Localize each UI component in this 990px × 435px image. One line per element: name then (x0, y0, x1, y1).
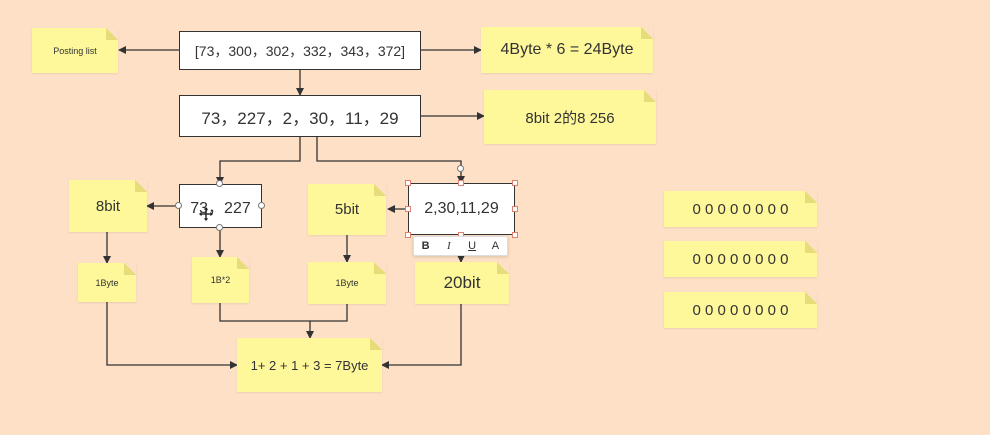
byte-b-note[interactable]: 1B*2 (192, 257, 249, 303)
connector-point[interactable] (258, 202, 265, 209)
bits-row-3-note[interactable]: 0 0 0 0 0 0 0 0 (664, 292, 817, 328)
underline-button[interactable]: U (468, 240, 477, 252)
total-note[interactable]: 1+ 2 + 1 + 3 = 7Byte (237, 338, 382, 392)
bits-8-label: 8bit (95, 197, 121, 215)
move-cursor-icon (199, 207, 213, 221)
italic-button[interactable]: I (447, 240, 451, 252)
delta-array-text: 73，227，2，30，11，29 (201, 108, 399, 128)
bits-20-label: 20bit (443, 273, 481, 292)
arrow-20bit-to-total (381, 304, 462, 369)
size-calc-label: 4Byte * 6 = 24Byte (500, 41, 634, 58)
resize-handle-w[interactable] (405, 206, 411, 212)
bits-row-2-label: 0 0 0 0 0 0 0 0 (692, 250, 789, 268)
bits-row-1-label: 0 0 0 0 0 0 0 0 (692, 200, 789, 218)
bit-range-note[interactable]: 8bit 2的8 256 (484, 90, 656, 144)
line-byte-c-to-total (310, 304, 348, 322)
connector-point[interactable] (216, 224, 223, 231)
bold-button[interactable]: B (421, 240, 430, 252)
bit-range-label: 8bit 2的8 256 (525, 109, 615, 127)
resize-handle-n[interactable] (458, 180, 464, 186)
bits-row-3-label: 0 0 0 0 0 0 0 0 (692, 301, 789, 319)
group-b-text: 2,30,11,29 (424, 200, 499, 217)
connector-point[interactable] (175, 202, 182, 209)
byte-b-label: 1B*2 (210, 275, 231, 285)
bits-5-label: 5bit (334, 201, 360, 218)
bits-20-note[interactable]: 20bit (415, 262, 509, 304)
group-b-box[interactable]: 2,30,11,29 (408, 183, 515, 235)
resize-handle-nw[interactable] (405, 180, 411, 186)
resize-handle-ne[interactable] (512, 180, 518, 186)
bits-row-1-note[interactable]: 0 0 0 0 0 0 0 0 (664, 191, 817, 227)
byte-a-label: 1Byte (95, 277, 119, 288)
bits-5-note[interactable]: 5bit (308, 184, 386, 235)
size-calc-note[interactable]: 4Byte * 6 = 24Byte (481, 27, 653, 73)
total-label: 1+ 2 + 1 + 3 = 7Byte (250, 357, 369, 373)
resize-handle-se[interactable] (512, 232, 518, 238)
connector-point[interactable] (457, 165, 464, 172)
delta-array-box[interactable]: 73，227，2，30，11，29 (179, 95, 421, 137)
connector-point[interactable] (216, 180, 223, 187)
resize-handle-sw[interactable] (405, 232, 411, 238)
byte-a-note[interactable]: 1Byte (78, 263, 136, 302)
font-color-button[interactable]: A (491, 240, 500, 252)
byte-c-note[interactable]: 1Byte (308, 262, 386, 304)
posting-list-label: Posting list (53, 45, 97, 56)
arrow-delta-to-group-b (316, 137, 465, 184)
bits-row-2-note[interactable]: 0 0 0 0 0 0 0 0 (664, 241, 817, 277)
arrow-delta-to-group-a (216, 137, 301, 185)
group-a-box[interactable]: 73，227 (179, 184, 262, 228)
posting-array-text: [73，300，302，332，343，372] (194, 42, 406, 59)
arrow-byte-b-to-total (219, 303, 314, 339)
text-format-toolbar: B I U A (413, 236, 508, 256)
posting-list-note[interactable]: Posting list (32, 28, 118, 73)
arrow-byte-a-to-total (106, 302, 238, 369)
byte-c-label: 1Byte (335, 278, 359, 288)
bits-8-note[interactable]: 8bit (69, 180, 147, 232)
posting-array-box[interactable]: [73，300，302，332，343，372] (179, 31, 421, 70)
resize-handle-e[interactable] (512, 206, 518, 212)
